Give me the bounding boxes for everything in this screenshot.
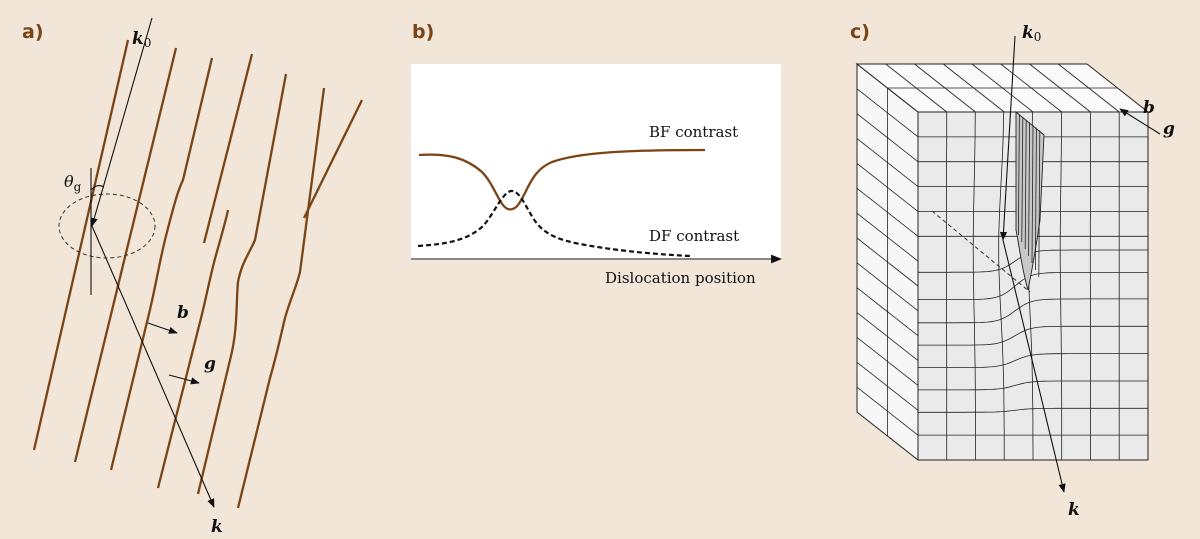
front-grid-line bbox=[918, 353, 1148, 368]
front-grid-line bbox=[998, 111, 1005, 460]
k0-label: k0 bbox=[132, 29, 151, 50]
half-plane-hatch bbox=[1028, 122, 1030, 257]
burgers-vector-b-arrow bbox=[1119, 108, 1161, 135]
burgers-vector-b-arrow bbox=[147, 322, 178, 334]
panel-c: c) k0 b g k bbox=[850, 21, 1175, 520]
lattice-plane bbox=[302, 99, 364, 219]
x-axis-label: Dislocation position bbox=[605, 269, 756, 287]
dislocation-line bbox=[931, 210, 1031, 293]
front-grid-line bbox=[918, 298, 1148, 324]
diffracted-beam-k-arrow bbox=[1002, 239, 1066, 493]
diffraction-vector-g-arrow bbox=[168, 374, 200, 385]
front-grid-line bbox=[918, 325, 1148, 346]
half-plane-hatch bbox=[1038, 130, 1041, 278]
k-label: k bbox=[1068, 500, 1080, 520]
lattice-plane bbox=[109, 57, 214, 471]
g-vector-label: g bbox=[204, 354, 216, 374]
panel-b: b) BF contrast DF contrast Dislocation p… bbox=[411, 21, 783, 287]
k0-label: k0 bbox=[1022, 23, 1041, 44]
k-label: k bbox=[211, 517, 223, 537]
half-plane-hatch bbox=[1024, 119, 1027, 250]
bf-contrast-label: BF contrast bbox=[649, 123, 738, 141]
half-plane-hatch bbox=[1021, 117, 1024, 243]
front-grid-line bbox=[972, 111, 976, 460]
lattice-plane bbox=[196, 73, 288, 495]
lattice-plane bbox=[156, 209, 230, 489]
panel-a: a) k0 θg b g k bbox=[22, 17, 364, 537]
front-grid-line bbox=[918, 407, 1148, 413]
panel-a-label: a) bbox=[22, 21, 44, 43]
front-grid-line bbox=[1059, 112, 1063, 460]
crystal-block bbox=[855, 62, 1150, 462]
panel-c-label: c) bbox=[850, 21, 870, 43]
theta-g-label: θg bbox=[64, 172, 82, 194]
extra-half-plane bbox=[1015, 111, 1045, 291]
g-vector-label: g bbox=[1163, 119, 1175, 139]
half-plane-hatch bbox=[1035, 127, 1037, 271]
lattice-plane bbox=[236, 87, 326, 509]
front-grid-line bbox=[918, 380, 1148, 391]
b-vector-label: b bbox=[1143, 98, 1155, 118]
half-plane-hatch bbox=[1031, 124, 1034, 264]
lattice-plane bbox=[202, 53, 254, 244]
incident-beam-k0-arrow bbox=[999, 35, 1016, 241]
bf-contrast-curve bbox=[418, 148, 706, 211]
front-grid-line bbox=[918, 271, 1148, 301]
diffracted-beam-k-arrow bbox=[91, 225, 215, 508]
lattice-planes bbox=[32, 39, 364, 509]
panel-b-label: b) bbox=[412, 21, 434, 43]
incident-beam-k0-arrow bbox=[90, 17, 153, 227]
b-vector-label: b bbox=[177, 303, 189, 323]
plot-area bbox=[411, 64, 781, 260]
lattice-plane bbox=[32, 39, 130, 451]
df-contrast-label: DF contrast bbox=[649, 227, 739, 245]
half-plane-hatch bbox=[1018, 114, 1020, 236]
lattice-plane bbox=[73, 47, 178, 463]
dislocation-region-ellipse bbox=[58, 193, 156, 259]
